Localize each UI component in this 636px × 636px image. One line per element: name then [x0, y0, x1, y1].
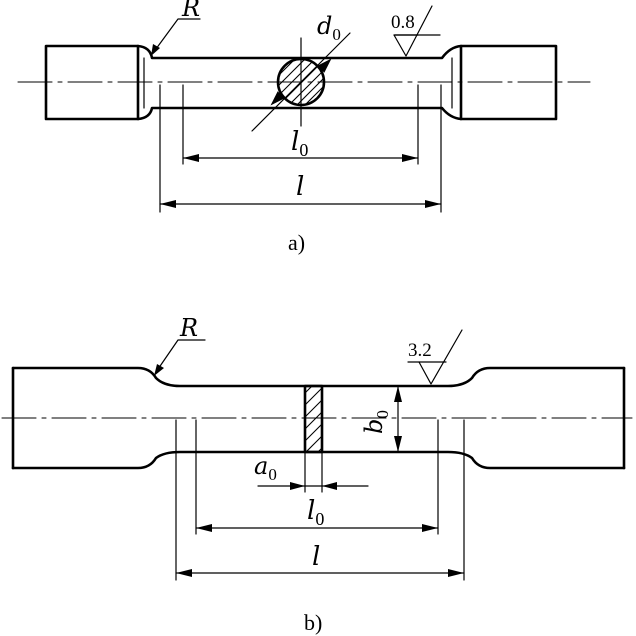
figure-b-top-edge	[11, 366, 626, 388]
figure-a-diameter-label: d0	[317, 12, 341, 44]
figure-a-diameter-arrow-lower	[270, 91, 285, 106]
figure-b-radius-arrow	[154, 364, 164, 376]
figure-b-bottom-edge	[11, 450, 626, 470]
figure-b-radius-leader	[155, 339, 206, 373]
figure-b-thickness-label: a0	[254, 452, 277, 484]
figure-b-roughness-value: 3.2	[408, 340, 432, 361]
figure-b-radius-label: R	[179, 314, 198, 342]
figure-a-gauge-arrow-left	[183, 154, 199, 162]
figure-b-flat-specimen: a0 b0 R 3.2 l0	[1, 314, 633, 635]
figure-b-width-arrow-bottom	[394, 436, 402, 452]
figure-b-width-arrow-top	[394, 386, 402, 402]
figure-b-length-label: l	[312, 542, 320, 572]
figure-a-diameter-arrow-upper	[317, 58, 332, 73]
figure-a-body-top-edge	[136, 44, 463, 60]
figure-a-length-label: l	[296, 172, 304, 202]
figure-a-gauge-label: l0	[291, 127, 308, 160]
figure-a-radius-arrow	[151, 44, 160, 56]
figure-a-diameter-dim-line	[251, 32, 351, 132]
figure-b-length-arrow-left	[176, 569, 192, 577]
figure-a-right-grip	[459, 44, 558, 121]
figure-a-gauge-arrow-right	[402, 154, 418, 162]
figure-b-cross-section	[303, 384, 324, 454]
figure-b-gauge-arrow-left	[196, 524, 212, 532]
figure-a-radius-label: R	[181, 0, 200, 22]
figure-b-length-arrow-right	[448, 569, 464, 577]
figure-a-roughness-value: 0.8	[391, 12, 415, 33]
figure-a-caption: a)	[288, 230, 305, 255]
figure-b-caption: b)	[304, 610, 322, 635]
figure-b-width-label: b0	[360, 410, 392, 434]
figure-a-round-specimen: d0 R 0.8 l0 l a)	[17, 0, 591, 255]
figure-b-thickness-arrow-left	[290, 482, 305, 490]
figure-b-roughness-symbol: 3.2	[407, 329, 463, 385]
figure-b-gauge-arrow-right	[422, 524, 438, 532]
figure-a-roughness-symbol: 0.8	[391, 5, 441, 57]
figure-a-body-bottom-edge	[136, 106, 463, 121]
figure-a-left-grip	[44, 44, 140, 121]
figure-b-thickness-arrow-right	[322, 482, 337, 490]
figure-b-gauge-label: l0	[307, 496, 324, 529]
figure-a-cross-section	[276, 37, 326, 127]
figure-a-radius-leader	[152, 18, 201, 54]
figure-a-length-arrow-right	[425, 200, 441, 208]
figure-a-length-arrow-left	[160, 200, 176, 208]
